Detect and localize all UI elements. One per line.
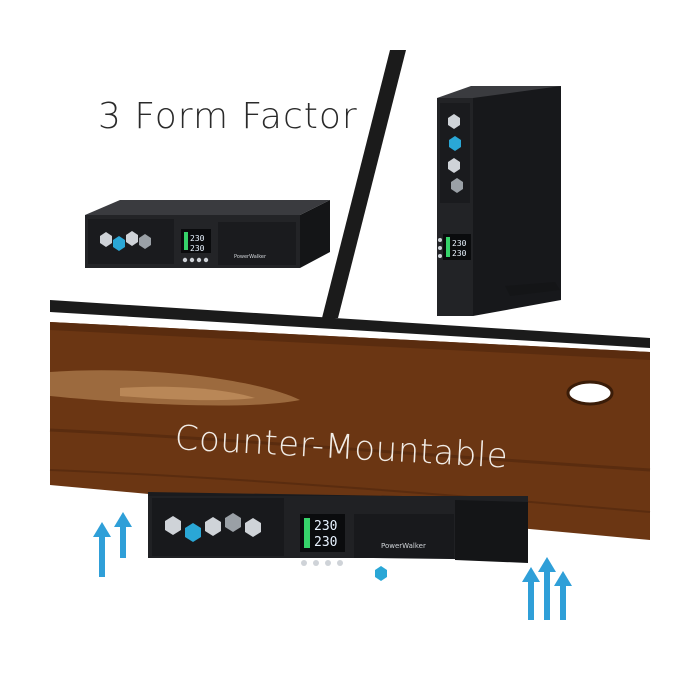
rack-ups-horizontal: 230 230 PowerWalker [85,200,330,268]
airflow-arrow-icon [554,571,572,620]
brand-label-2: PowerWalker [381,542,426,550]
tower-ups: 230 230 [437,86,561,316]
lcd-readout-1: 230 [190,234,205,243]
airflow-arrows-left [93,512,132,577]
cable-hole [568,382,612,404]
airflow-arrows-right [522,557,572,620]
brand-label-1: PowerWalker [234,254,267,260]
airflow-arrow-icon [538,557,556,620]
hexagon-vent-icon [100,232,112,247]
wooden-counter [49,322,651,540]
airflow-arrow-icon [114,512,132,558]
horizontal-divider [50,300,650,348]
airflow-arrow-icon [93,522,111,577]
lcd-readout-5: 230 [314,519,337,534]
lcd-readout-6: 230 [314,535,337,550]
lcd-readout-2: 230 [190,244,205,253]
counter-mounted-ups: 230 230 PowerWalker [148,492,528,581]
airflow-arrow-icon [522,567,540,620]
form-factor-headline: 3 Form Factor [98,96,358,137]
lcd-readout-3: 230 [452,239,467,248]
diagonal-divider [322,50,406,318]
lcd-readout-4: 230 [452,249,467,258]
